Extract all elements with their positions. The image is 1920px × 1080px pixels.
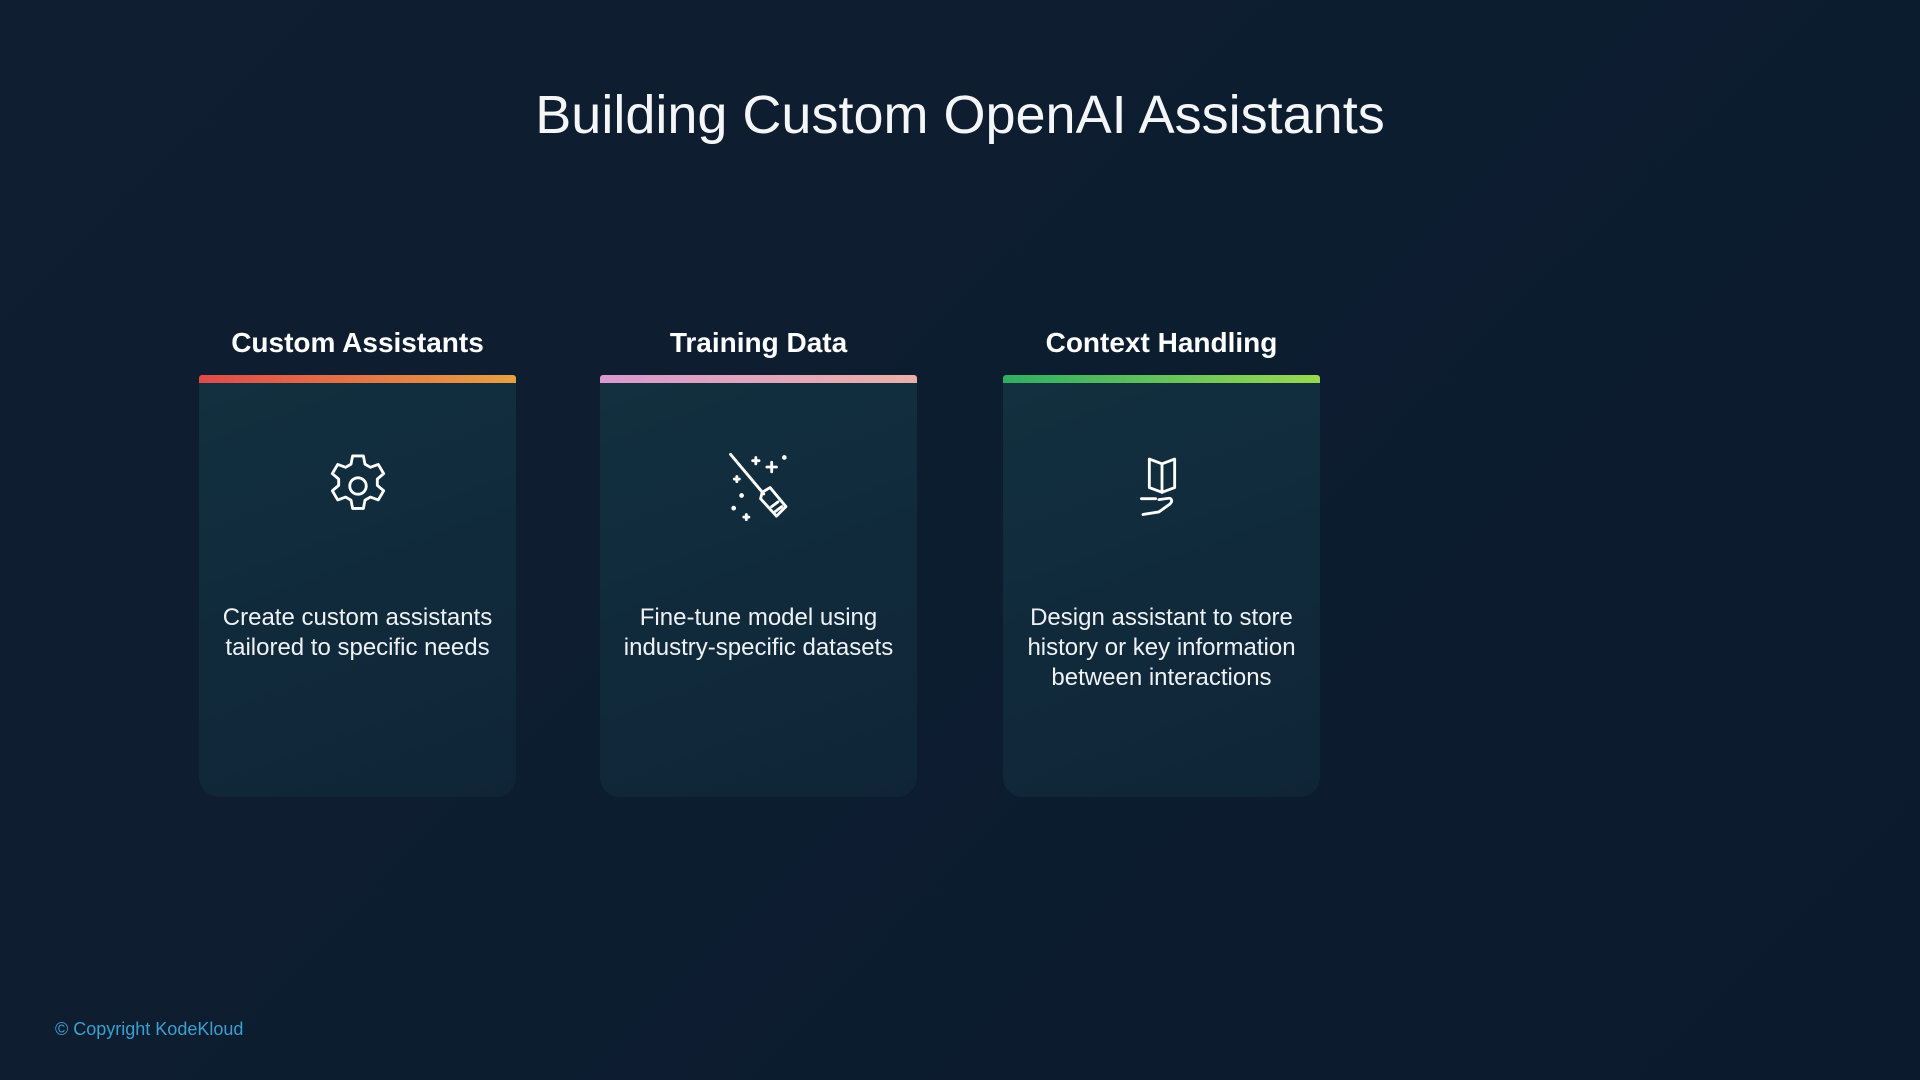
card-body: Fine-tune model using industry-specific … bbox=[600, 383, 917, 797]
card-accent-bar bbox=[600, 375, 917, 383]
card-accent-bar bbox=[199, 375, 516, 383]
card-heading: Context Handling bbox=[1045, 327, 1278, 358]
card-body: Design assistant to store history or key… bbox=[1003, 383, 1320, 797]
card-training-data: Training Data Fine-tune model using indu… bbox=[600, 327, 917, 797]
card-context-handling: Context Handling Design assistant to sto… bbox=[1003, 327, 1320, 797]
card-description: Design assistant to store history or key… bbox=[1027, 604, 1296, 691]
card-custom-assistants: Custom Assistants Create custom assistan… bbox=[199, 327, 516, 797]
card-description: Create custom assistants tailored to spe… bbox=[222, 604, 493, 661]
book-hand-icon bbox=[1139, 457, 1176, 516]
gear-icon bbox=[330, 454, 385, 510]
slide-title: Building Custom OpenAI Assistants bbox=[535, 85, 1385, 145]
card-heading: Training Data bbox=[669, 327, 848, 358]
card-body: Create custom assistants tailored to spe… bbox=[199, 383, 516, 797]
card-accent-bar bbox=[1003, 375, 1320, 383]
broom-sparkle-icon bbox=[728, 452, 787, 521]
card-heading: Custom Assistants bbox=[231, 327, 484, 358]
copyright-text: © Copyright KodeKloud bbox=[55, 1019, 244, 1039]
card-description: Fine-tune model using industry-specific … bbox=[623, 604, 894, 661]
